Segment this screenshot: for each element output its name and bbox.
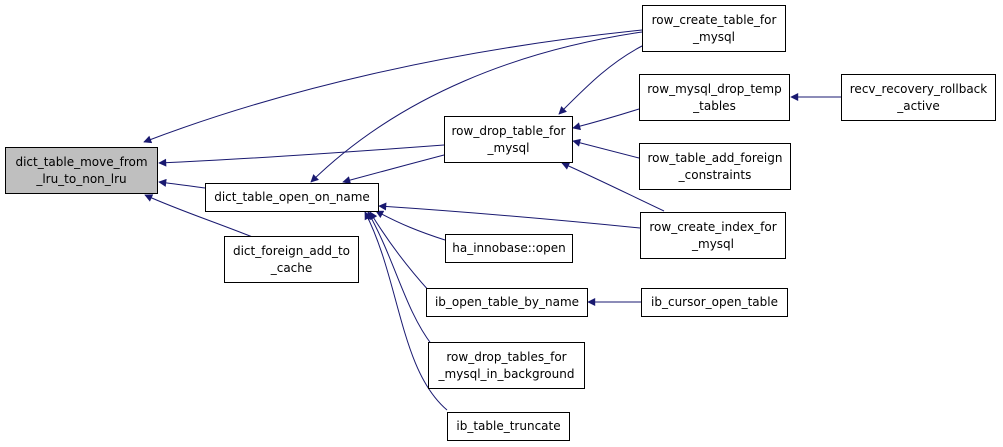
edge-foreign-add-to-move-lru — [144, 194, 256, 239]
node-row-drop-tables-for-mysql-in-background[interactable]: row_drop_tables_for _mysql_in_background — [428, 342, 585, 389]
node-row-create-table-for-mysql[interactable]: row_create_table_for _mysql — [642, 5, 786, 52]
edge-open-on-name-to-move-lru — [158, 178, 206, 189]
node-row-drop-table-for-mysql[interactable]: row_drop_table_for _mysql — [444, 116, 573, 163]
edge-row-create-index-to-drop-table — [561, 162, 665, 212]
edge-row-create-table-to-move-lru — [143, 29, 643, 144]
node-dict-table-open-on-name[interactable]: dict_table_open_on_name — [205, 183, 379, 212]
edge-row-drop-tables-bg-to-open-on-name — [367, 211, 433, 346]
node-dict-foreign-add-to-cache[interactable]: dict_foreign_add_to _cache — [224, 236, 359, 283]
node-row-table-add-foreign-constraints[interactable]: row_table_add_foreign _constraints — [639, 143, 791, 190]
node-dict-table-move-from-lru-to-non-lru: dict_table_move_from _lru_to_non_lru — [5, 147, 158, 194]
node-ha-innobase-open[interactable]: ha_innobase::open — [445, 234, 573, 263]
node-ib-cursor-open-table[interactable]: ib_cursor_open_table — [641, 288, 788, 317]
node-ib-open-table-by-name[interactable]: ib_open_table_by_name — [426, 288, 588, 317]
edge-row-drop-table-to-move-lru — [158, 144, 445, 167]
node-ib-table-truncate[interactable]: ib_table_truncate — [447, 412, 570, 441]
edge-row-create-table-to-drop-table — [558, 44, 645, 115]
node-row-mysql-drop-temp-tables[interactable]: row_mysql_drop_temp _tables — [639, 74, 790, 121]
edge-row-create-index-to-open-on-name — [378, 202, 641, 229]
edge-drop-temp-to-drop-table — [572, 108, 640, 131]
edge-add-foreign-to-drop-table — [572, 138, 640, 159]
node-row-create-index-for-mysql[interactable]: row_create_index_for _mysql — [640, 212, 786, 259]
edge-ha-innobase-to-open-on-name — [375, 210, 446, 241]
node-recv-recovery-rollback-active[interactable]: recv_recovery_rollback _active — [841, 74, 996, 121]
edge-ib-open-table-to-open-on-name — [369, 211, 431, 293]
edge-row-create-table-to-open-on-name — [310, 31, 643, 183]
edge-ib-table-truncate-to-open-on-name — [364, 211, 448, 411]
edge-row-drop-table-to-open-on-name — [342, 154, 445, 184]
